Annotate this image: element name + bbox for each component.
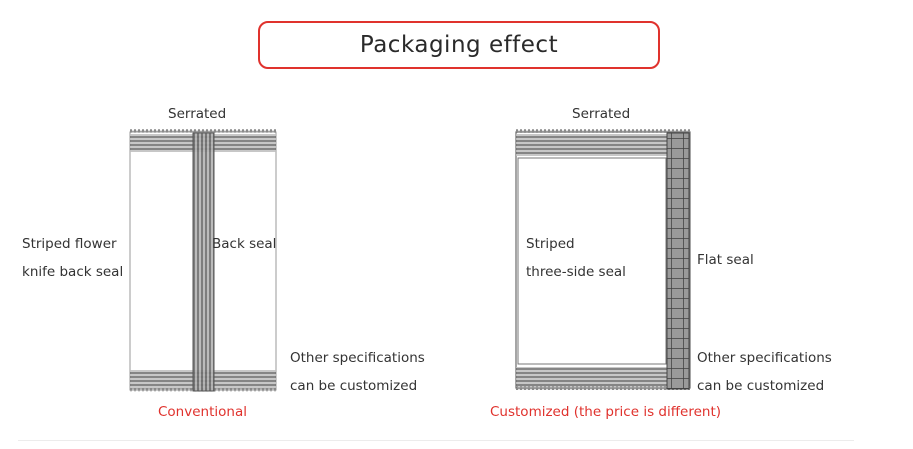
- right-serrated-label: Serrated: [572, 106, 631, 122]
- left-side-label-line1: Striped flower: [22, 236, 117, 252]
- three-side-seal-package-illustration: [515, 129, 691, 390]
- flat-seal-label: Flat seal: [697, 252, 754, 268]
- right-spec-line1: Other specifications: [697, 350, 832, 366]
- left-caption: Conventional: [158, 404, 247, 420]
- back-seal-package-illustration: [129, 129, 277, 392]
- left-serrated-label: Serrated: [168, 106, 227, 122]
- page-title: Packaging effect: [359, 32, 559, 58]
- left-side-label-line2: knife back seal: [22, 264, 124, 280]
- right-inner-label-line1: Striped: [526, 236, 575, 252]
- right-inner-label-line2: three-side seal: [526, 264, 626, 280]
- title-box: Packaging effect: [258, 21, 660, 69]
- left-spec-line1: Other specifications: [290, 350, 425, 366]
- footer-divider: [18, 440, 854, 441]
- right-spec-line2: can be customized: [697, 378, 825, 394]
- back-seal-label: Back seal: [212, 236, 277, 252]
- right-caption: Customized (the price is different): [490, 404, 722, 420]
- left-spec-line2: can be customized: [290, 378, 418, 394]
